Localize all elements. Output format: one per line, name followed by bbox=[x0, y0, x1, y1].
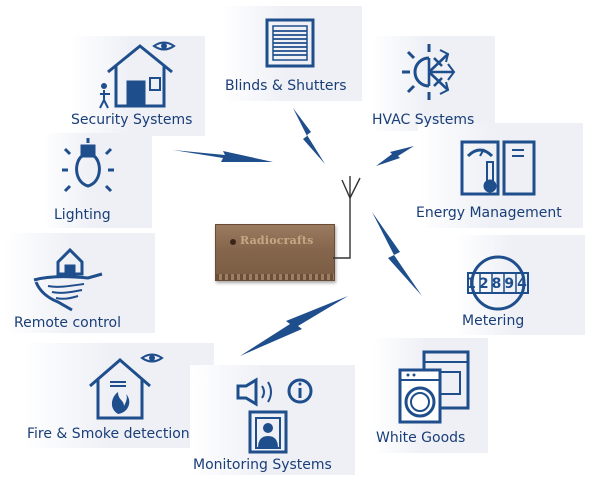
monitoring-speaker-info-icon bbox=[236, 377, 316, 454]
antenna-icon bbox=[330, 170, 370, 260]
energy-meter-icon bbox=[460, 140, 536, 196]
fire-smoke-house-icon bbox=[88, 352, 166, 422]
label-hvac-systems: HVAC Systems bbox=[372, 112, 475, 128]
wireless-bolt-hvac bbox=[376, 146, 414, 166]
module-marker bbox=[230, 239, 236, 245]
tile-hvac bbox=[370, 36, 495, 131]
module-brand-label: Radiocrafts bbox=[240, 234, 314, 247]
label-security-systems: Security Systems bbox=[71, 112, 193, 128]
light-bulb-icon bbox=[62, 138, 114, 198]
hvac-sun-snowflake-icon bbox=[396, 42, 462, 102]
remote-control-hand-house-icon bbox=[28, 242, 110, 312]
wireless-bolt-blinds bbox=[293, 108, 325, 164]
wireless-bolt-metering bbox=[372, 212, 422, 296]
label-fire-smoke-detection: Fire & Smoke detection bbox=[27, 426, 190, 442]
label-energy-management: Energy Management bbox=[416, 205, 562, 221]
tile-metering bbox=[455, 235, 585, 335]
wireless-bolt-security bbox=[173, 148, 273, 166]
tile-monitoring bbox=[190, 365, 355, 475]
label-remote-control: Remote control bbox=[14, 315, 121, 331]
module-pads bbox=[216, 274, 334, 280]
tile-blinds bbox=[222, 6, 362, 101]
label-blinds-shutters: Blinds & Shutters bbox=[225, 78, 347, 94]
washing-machine-icon bbox=[398, 350, 470, 424]
label-white-goods: White Goods bbox=[376, 430, 466, 446]
meter-digits: 12894 bbox=[466, 276, 530, 292]
blinds-icon bbox=[265, 18, 315, 68]
label-monitoring-systems: Monitoring Systems bbox=[193, 457, 332, 473]
label-lighting: Lighting bbox=[54, 207, 111, 223]
tile-energy bbox=[418, 123, 583, 228]
security-house-icon bbox=[98, 38, 180, 110]
tile-remote bbox=[5, 233, 155, 333]
radio-module: Radiocrafts bbox=[215, 224, 335, 281]
wireless-bolt-monitoring bbox=[240, 296, 348, 356]
meter-counter-icon: 12894 bbox=[458, 255, 538, 311]
label-metering: Metering bbox=[462, 313, 525, 329]
